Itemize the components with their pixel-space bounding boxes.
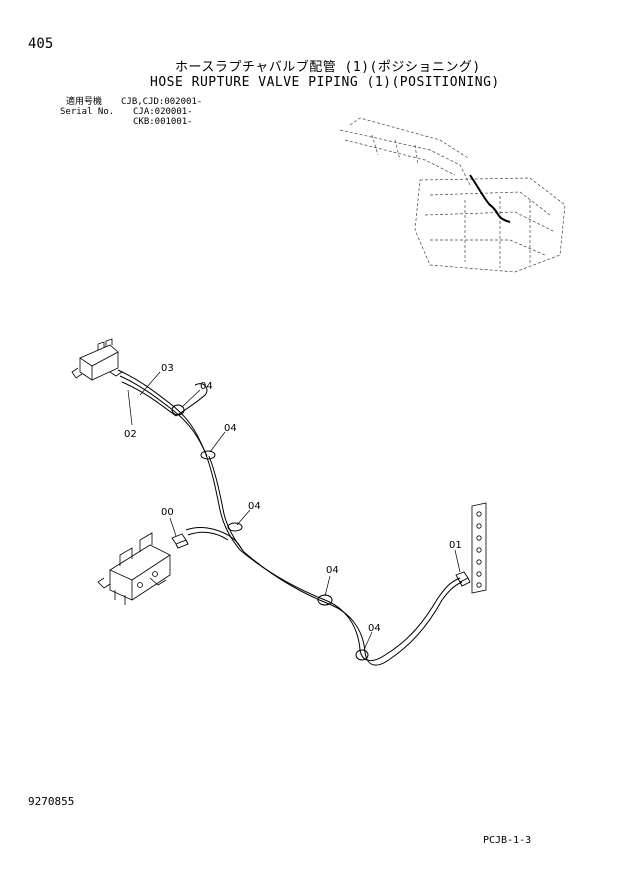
callout-04-c: 04 (248, 501, 261, 512)
port-block (471, 502, 487, 594)
title-japanese: ホースラプチャバルブ配管 (1)(ポジショニング) (175, 60, 481, 75)
highlight-pipe-overview (469, 174, 511, 223)
pilot-valve-block (71, 338, 123, 381)
hose-fitting-00 (185, 527, 243, 551)
serial-range-3: CKB:001001- (133, 117, 193, 127)
page-number: 405 (28, 36, 54, 52)
callout-04-e: 04 (368, 623, 381, 634)
leader-lines (127, 371, 461, 651)
callout-03: 03 (161, 363, 174, 374)
serial-label-japanese: 適用号機 (66, 97, 103, 107)
callout-01: 01 (449, 540, 462, 551)
callout-04-d: 04 (326, 565, 339, 576)
clamp-04-e (355, 649, 369, 661)
excavator-overview-sketch (339, 117, 566, 273)
clamp-04-b (200, 450, 216, 460)
serial-label-english: Serial No. (60, 107, 115, 117)
hose-main (239, 549, 463, 666)
fitting-00 (171, 533, 189, 549)
title-english: HOSE RUPTURE VALVE PIPING (1)(POSITIONIN… (150, 75, 500, 90)
callout-02: 02 (124, 429, 137, 440)
page-reference: PCJB-1-3 (483, 835, 532, 846)
callout-04-a: 04 (200, 381, 213, 392)
fitting-01 (455, 571, 471, 587)
callout-00: 00 (161, 507, 174, 518)
clamp-04-a (171, 404, 185, 416)
drawing-number: 9270855 (28, 795, 75, 808)
clamp-04-c (227, 522, 243, 532)
hose-02-03 (117, 369, 245, 553)
hose-rupture-valve (97, 532, 171, 605)
serial-range-1: CJB,CJD:002001- (121, 97, 203, 107)
serial-range-2: CJA:020001- (133, 107, 193, 117)
callout-04-b: 04 (224, 423, 237, 434)
